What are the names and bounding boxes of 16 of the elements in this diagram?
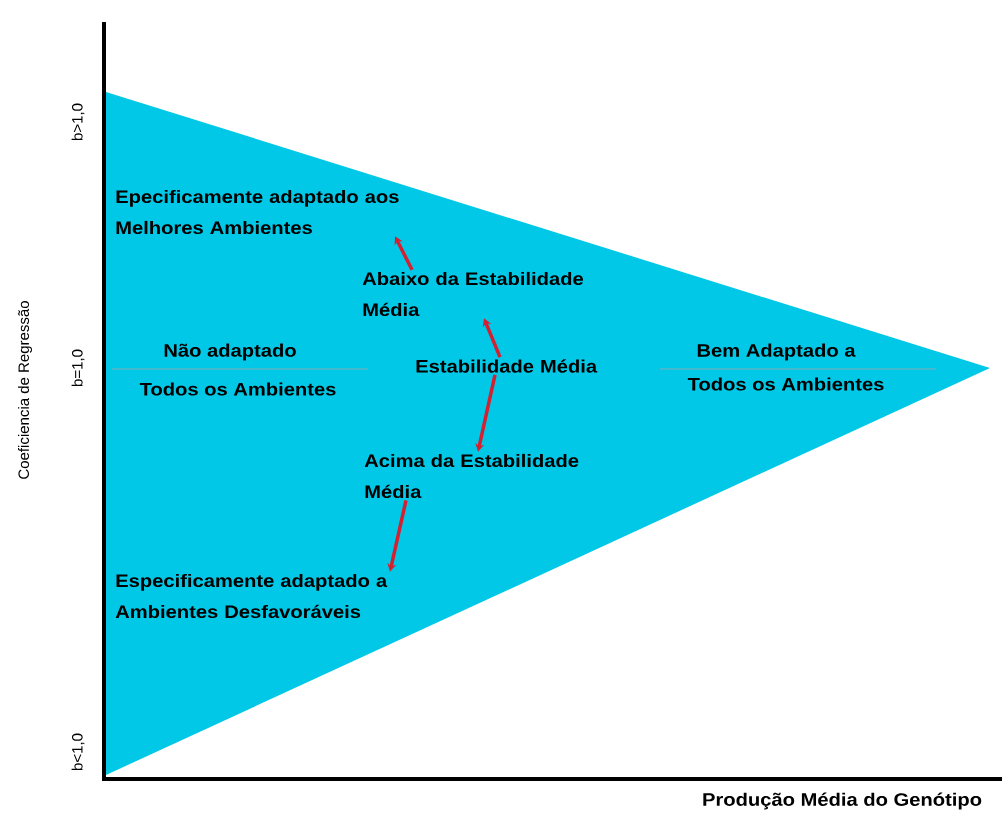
region-label: Epecificamente adaptado aos Melhores Ambientes bbox=[116, 189, 399, 235]
axis-label: Coeficiencia de Regressão bbox=[18, 301, 32, 479]
region-label: Abaixo da Estabilidade Média bbox=[362, 271, 583, 317]
region-label: Bem Adaptado a bbox=[697, 343, 856, 361]
tick-label: b<1,0 bbox=[71, 733, 85, 770]
region-label: Estabilidade Média bbox=[416, 359, 598, 373]
tick-label: b=1,0 bbox=[71, 349, 85, 386]
arrow bbox=[394, 236, 414, 271]
region-label: Não adaptado bbox=[164, 343, 296, 361]
region-label: Todos os Ambientes bbox=[139, 382, 336, 396]
arrow bbox=[482, 318, 502, 358]
region-label: Especificamente adaptado a Ambientes Desfavoráveis bbox=[115, 573, 388, 619]
region-label: Produção Média do Genótipo bbox=[703, 792, 982, 810]
region-label: Acima da Estabilidade Média bbox=[364, 453, 579, 499]
tick-label: b>1,0 bbox=[71, 103, 85, 140]
region-label: Todos os Ambientes bbox=[687, 377, 884, 391]
